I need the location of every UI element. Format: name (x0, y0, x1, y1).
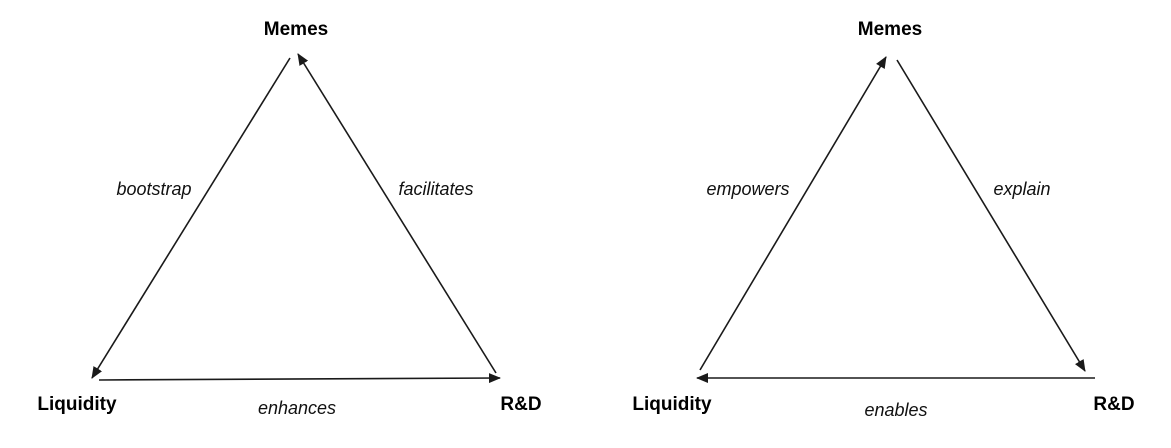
left-edge-label-bootstrap: bootstrap (116, 179, 191, 199)
right-edge-memes-to-rd (896, 59, 1086, 372)
left-edge-rd-to-memes (297, 53, 497, 374)
left-diagram: Memes Liquidity R&D bootstrap facilitate… (37, 19, 541, 418)
left-edge-liquidity-to-rd (98, 373, 501, 384)
right-node-memes: Memes (858, 19, 922, 40)
left-node-liquidity: Liquidity (37, 394, 117, 415)
right-edge-liquidity-to-memes (699, 56, 887, 371)
left-node-rd: R&D (500, 394, 541, 415)
left-node-memes: Memes (264, 19, 328, 40)
left-edge-label-facilitates: facilitates (398, 179, 473, 199)
right-node-rd: R&D (1093, 394, 1134, 415)
right-diagram: Memes Liquidity R&D empowers explain ena… (632, 19, 1134, 420)
left-edge-memes-to-liquidity (91, 57, 291, 379)
left-edge-label-enhances: enhances (258, 398, 336, 418)
right-node-liquidity: Liquidity (632, 394, 712, 415)
right-edge-label-empowers: empowers (706, 179, 789, 199)
right-edge-label-enables: enables (864, 400, 927, 420)
right-edge-label-explain: explain (993, 179, 1050, 199)
